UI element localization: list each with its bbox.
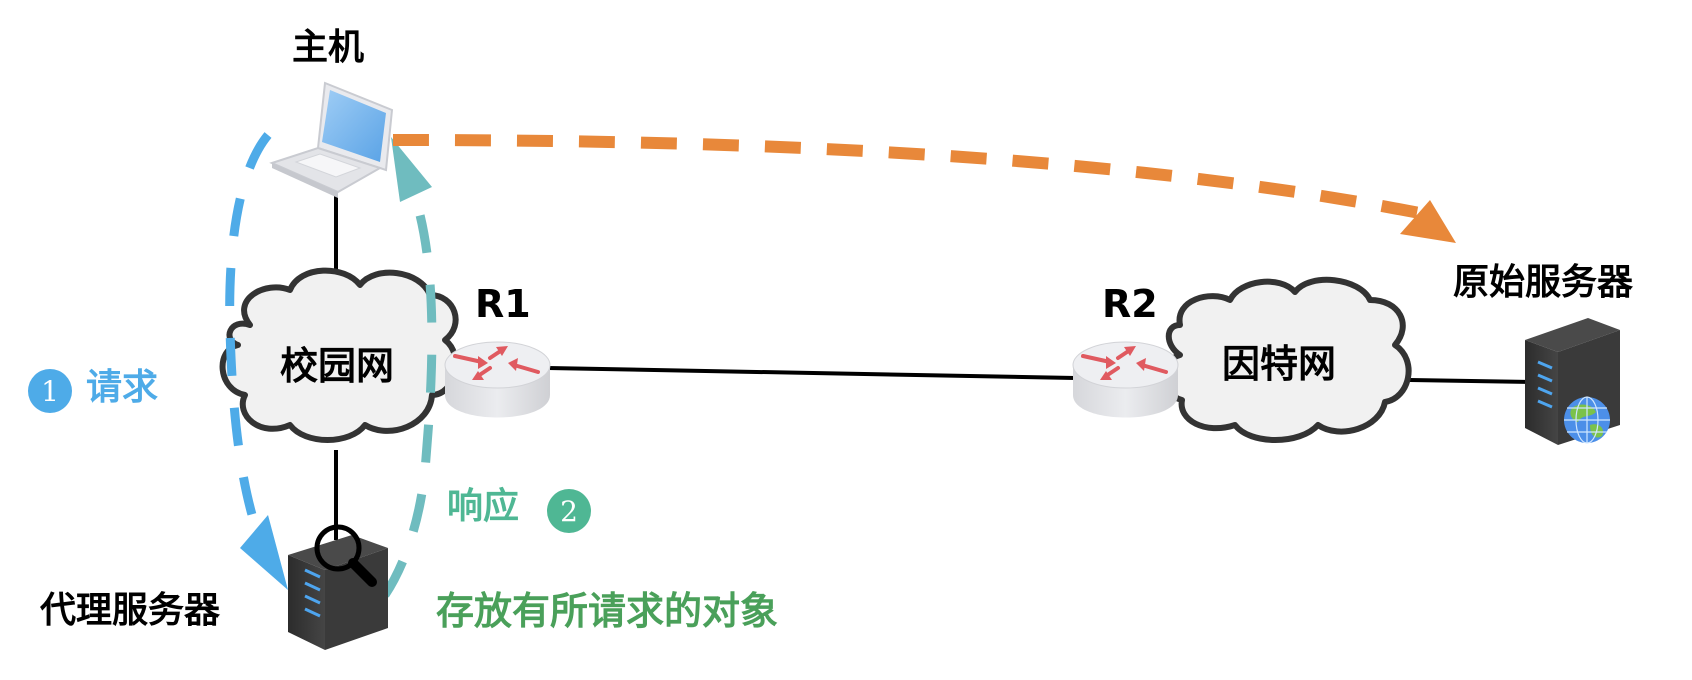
- response-label: 响应: [447, 486, 520, 527]
- magnifier-icon: [314, 524, 377, 587]
- direct-arrowhead: [1400, 200, 1456, 243]
- response-arrowhead: [391, 137, 432, 202]
- request-path: [225, 132, 288, 590]
- response-step-badge: 2: [547, 489, 591, 533]
- internet-cloud: [1162, 276, 1412, 443]
- host-label: 主机: [292, 27, 365, 68]
- direct-path: [392, 134, 1456, 243]
- proxy-server-icon: [288, 524, 388, 650]
- router-r1-icon: [444, 341, 551, 418]
- link-internet-origin: [1409, 378, 1531, 384]
- router-r2-label: R2: [1102, 282, 1158, 326]
- internet-label: 因特网: [1222, 342, 1337, 386]
- laptop-icon: [269, 81, 394, 198]
- campus-network-cloud: [219, 267, 459, 443]
- origin-server-icon: [1525, 318, 1620, 445]
- origin-server-label: 原始服务器: [1453, 262, 1634, 303]
- globe-icon: [1564, 396, 1610, 444]
- router-r2-icon: [1072, 341, 1179, 418]
- router-r1-label: R1: [475, 282, 531, 326]
- proxy-server-label: 代理服务器: [40, 590, 221, 631]
- request-step-badge: 1: [28, 369, 72, 413]
- cached-object-note: 存放有所请求的对象: [436, 589, 779, 633]
- request-label: 请求: [86, 367, 159, 408]
- campus-network-label: 校园网: [280, 344, 395, 388]
- link-r1-r2: [547, 366, 1076, 380]
- request-arrowhead: [240, 515, 288, 590]
- response-path: [381, 137, 437, 598]
